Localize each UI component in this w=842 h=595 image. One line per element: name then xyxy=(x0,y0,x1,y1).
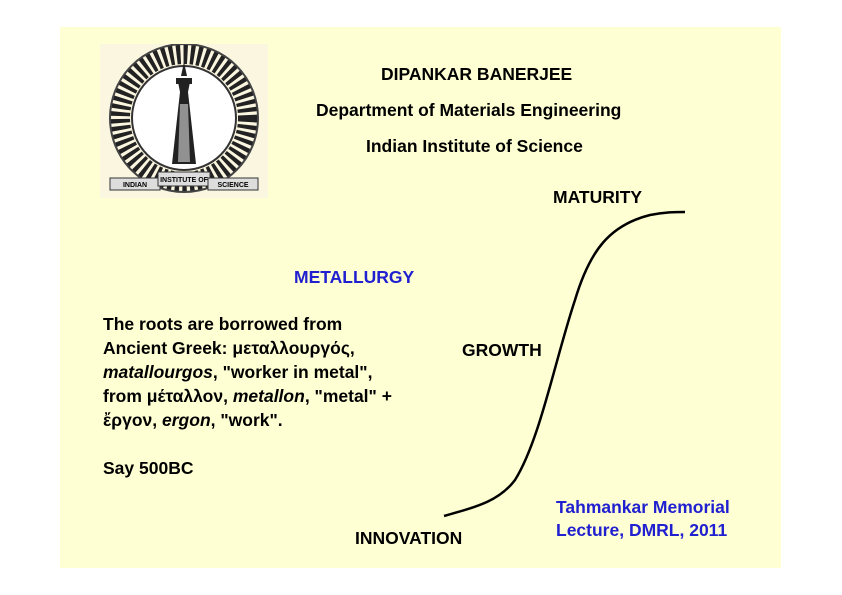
greek-word: μεταλλουργός, xyxy=(232,338,355,358)
text: ἔργον, xyxy=(103,410,163,430)
label-maturity: MATURITY xyxy=(553,187,643,207)
text: , "worker in metal", xyxy=(212,362,373,382)
text: , "work". xyxy=(210,410,283,430)
date-line: Say 500BC xyxy=(103,458,194,478)
svg-text:SCIENCE: SCIENCE xyxy=(217,182,248,189)
institute: Indian Institute of Science xyxy=(366,136,583,156)
svg-text:INDIAN: INDIAN xyxy=(123,182,147,189)
body-line: Ancient Greek: μεταλλουργός, xyxy=(103,336,392,360)
iisc-logo: INDIAN INSTITUTE OF SCIENCE xyxy=(100,44,268,198)
footer-line-1: Tahmankar Memorial xyxy=(556,497,730,517)
transliteration: ergon xyxy=(162,410,211,430)
transliteration: metallon xyxy=(232,386,305,406)
body-line: matallourgos, "worker in metal", xyxy=(103,360,392,384)
label-innovation: INNOVATION xyxy=(355,528,463,548)
department: Department of Materials Engineering xyxy=(316,100,622,120)
etymology-text: The roots are borrowed from Ancient Gree… xyxy=(103,312,392,480)
text: Ancient Greek: xyxy=(103,338,233,358)
text: from μέταλλον, xyxy=(103,386,233,406)
transliteration: matallourgos xyxy=(103,362,213,382)
text: , "metal" + xyxy=(304,386,392,406)
body-line: The roots are borrowed from xyxy=(103,314,343,334)
slide-title: METALLURGY xyxy=(294,267,415,287)
label-growth: GROWTH xyxy=(462,340,542,360)
body-line: ἔργον, ergon, "work". xyxy=(103,408,392,432)
footer-line-2: Lecture, DMRL, 2011 xyxy=(556,520,728,540)
svg-text:INSTITUTE OF: INSTITUTE OF xyxy=(160,177,209,184)
body-line: from μέταλλον, metallon, "metal" + xyxy=(103,384,392,408)
author-name: DIPANKAR BANERJEE xyxy=(381,64,573,84)
